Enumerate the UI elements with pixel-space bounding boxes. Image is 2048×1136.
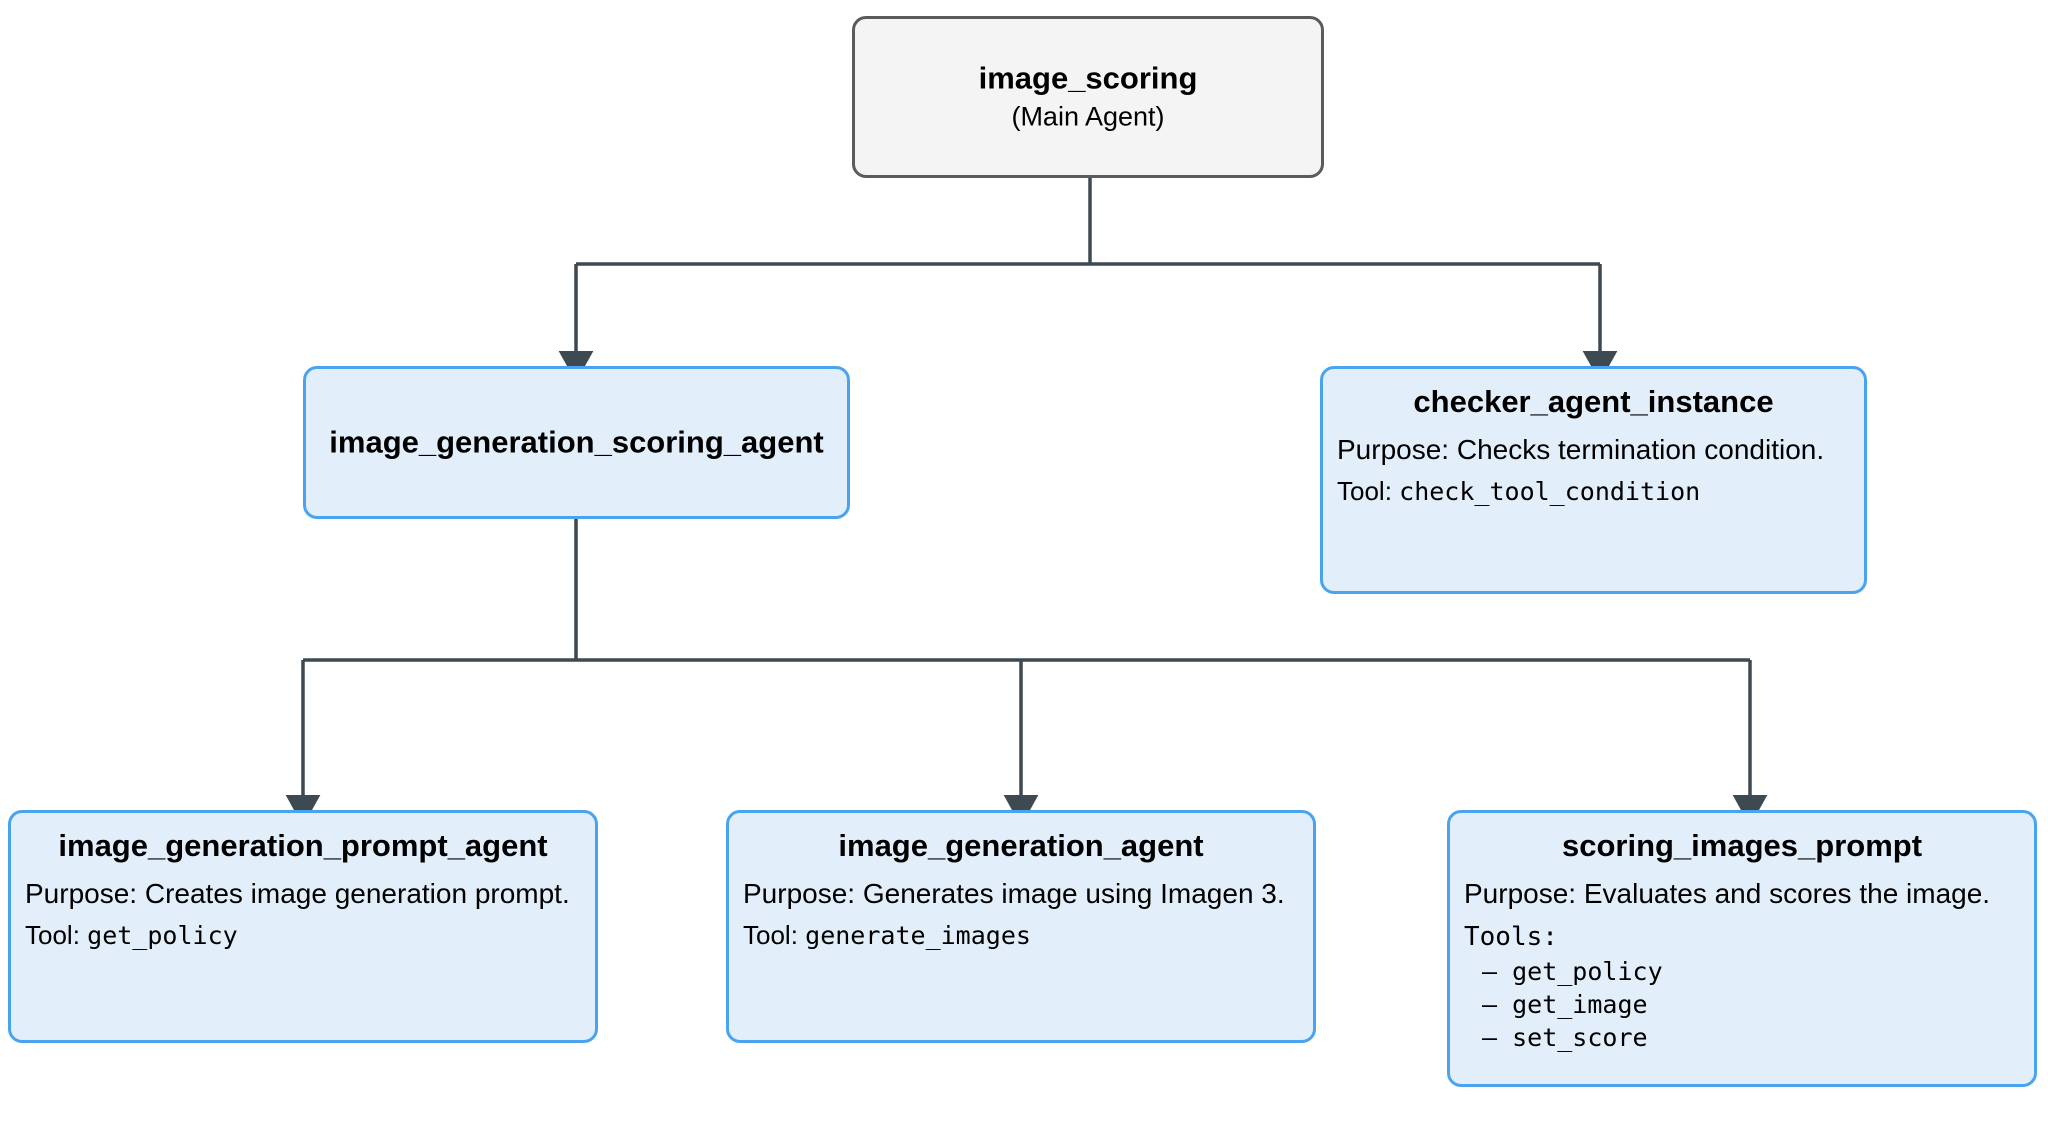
tool-label: Tool: — [743, 919, 798, 950]
node-image-scoring[interactable]: image_scoring (Main Agent) — [852, 16, 1324, 178]
tools-label: Tools: — [1464, 921, 1558, 952]
node-tool-line: Tool: get_policy — [25, 919, 581, 952]
node-tool-line: Tool: check_tool_condition — [1337, 475, 1850, 508]
node-title: image_scoring — [978, 60, 1198, 96]
node-purpose: Purpose: Creates image generation prompt… — [25, 877, 570, 909]
node-scoring-images-prompt[interactable]: scoring_images_prompt Purpose: Evaluates… — [1447, 810, 2037, 1087]
tool-item: – set_score — [1482, 1022, 1648, 1052]
tool-label: Tool: — [1337, 475, 1392, 506]
node-tool-line: Tool: generate_images — [743, 919, 1299, 952]
node-image-generation-scoring-agent[interactable]: image_generation_scoring_agent — [303, 366, 850, 519]
node-purpose: Purpose: Checks termination condition. — [1337, 433, 1825, 465]
node-title: image_generation_agent — [838, 828, 1204, 863]
tools-list: – get_policy – get_image – set_score — [1464, 955, 2020, 1054]
node-subtitle: (Main Agent) — [1011, 101, 1165, 132]
node-image-generation-prompt-agent[interactable]: image_generation_prompt_agent Purpose: C… — [8, 810, 598, 1043]
node-checker-agent-instance[interactable]: checker_agent_instance Purpose: Checks t… — [1320, 366, 1867, 594]
node-title: scoring_images_prompt — [1561, 828, 1923, 863]
node-title: image_generation_scoring_agent — [329, 424, 824, 460]
tool-label: Tool: — [25, 919, 80, 950]
node-image-generation-agent[interactable]: image_generation_agent Purpose: Generate… — [726, 810, 1316, 1043]
tool-value: get_policy — [87, 920, 238, 950]
node-purpose: Purpose: Generates image using Imagen 3. — [743, 877, 1285, 909]
node-title: image_generation_prompt_agent — [58, 828, 548, 863]
node-purpose: Purpose: Evaluates and scores the image. — [1464, 877, 1991, 909]
node-title: checker_agent_instance — [1413, 384, 1774, 419]
tool-item: – get_image — [1482, 989, 1648, 1019]
tool-item: – get_policy — [1482, 956, 1663, 986]
tool-value: generate_images — [805, 920, 1031, 950]
tool-value: check_tool_condition — [1399, 476, 1701, 506]
